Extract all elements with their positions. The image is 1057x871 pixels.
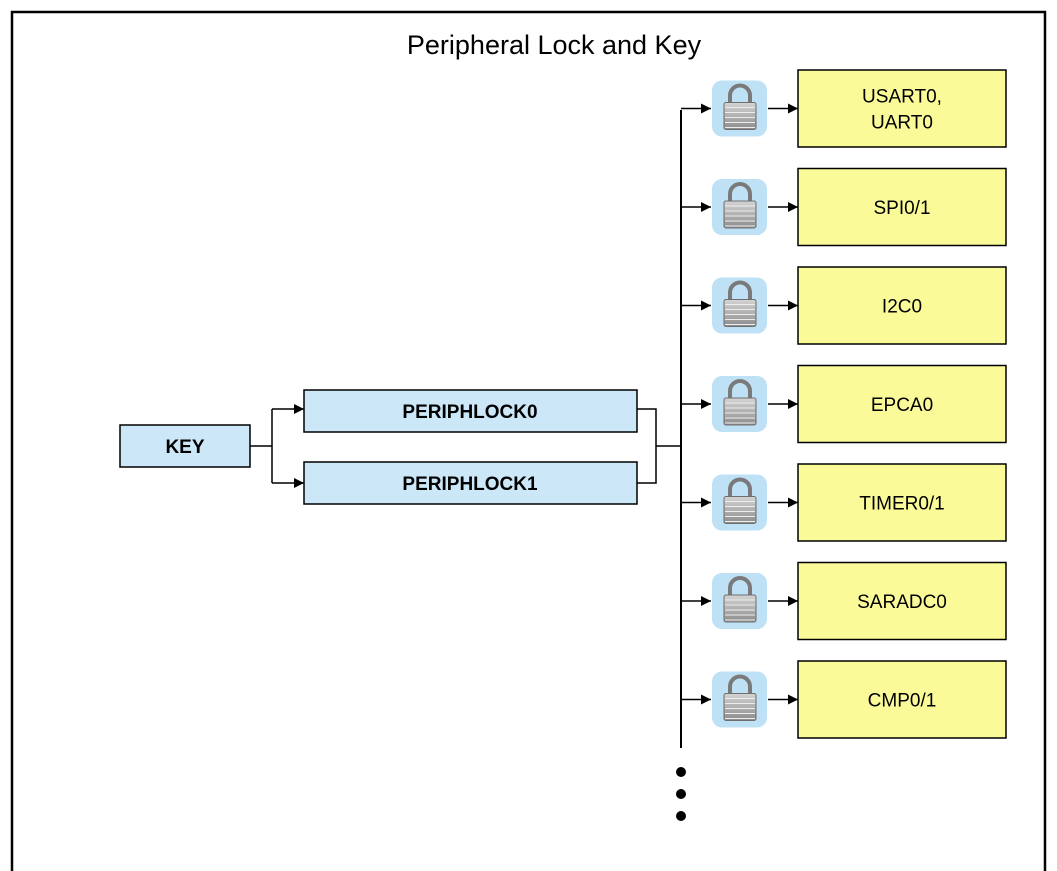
- padlock-icon: [712, 179, 767, 235]
- lock-connectors: [637, 408, 681, 484]
- peripheral-box: TIMER0/1: [797, 463, 1007, 542]
- ellipsis-vertical-icon: [676, 767, 686, 821]
- peripheral-row: SPI0/1: [681, 167, 1007, 247]
- peripheral-box: SARADC0: [797, 561, 1007, 641]
- key-box: KEY: [119, 424, 251, 468]
- padlock-icon: [712, 80, 767, 137]
- key-label: KEY: [165, 437, 204, 458]
- padlock-icon: [712, 671, 767, 728]
- peripheral-row: I2C0: [681, 266, 1007, 345]
- peripheral-label: SARADC0: [857, 592, 947, 613]
- peripheral-label: I2C0: [882, 297, 922, 318]
- peripheral-box: I2C0: [797, 266, 1007, 345]
- padlock-icon: [712, 474, 767, 531]
- periphlock0-label: PERIPHLOCK0: [402, 402, 537, 423]
- peripheral-row: SARADC0: [681, 561, 1007, 641]
- diagram-title: Peripheral Lock and Key: [407, 30, 702, 60]
- padlock-icon: [712, 376, 767, 432]
- peripheral-row: TIMER0/1: [681, 463, 1007, 542]
- periphlock0-box: PERIPHLOCK0: [303, 389, 638, 433]
- peripheral-label: EPCA0: [871, 395, 933, 416]
- peripheral-box: EPCA0: [797, 364, 1007, 444]
- peripheral-label: TIMER0/1: [859, 494, 945, 515]
- peripheral-label: CMP0/1: [868, 691, 937, 712]
- periphlock1-box: PERIPHLOCK1: [303, 461, 638, 505]
- periphlock1-label: PERIPHLOCK1: [402, 474, 538, 495]
- key-connectors: [250, 404, 304, 488]
- peripheral-box: SPI0/1: [797, 167, 1007, 247]
- peripheral-label-line1: USART0,: [862, 87, 942, 108]
- peripheral-row: CMP0/1: [681, 660, 1007, 739]
- peripheral-label-line2: UART0: [871, 113, 933, 134]
- peripheral-row: EPCA0: [681, 364, 1007, 444]
- peripheral-label: SPI0/1: [873, 198, 930, 219]
- diagram-frame: [10, 10, 1047, 871]
- peripheral-box: CMP0/1: [797, 660, 1007, 739]
- padlock-icon: [712, 277, 767, 334]
- padlock-icon: [712, 573, 767, 629]
- peripheral-row: USART0, UART0: [681, 69, 1007, 148]
- peripheral-box: USART0, UART0: [797, 69, 1007, 148]
